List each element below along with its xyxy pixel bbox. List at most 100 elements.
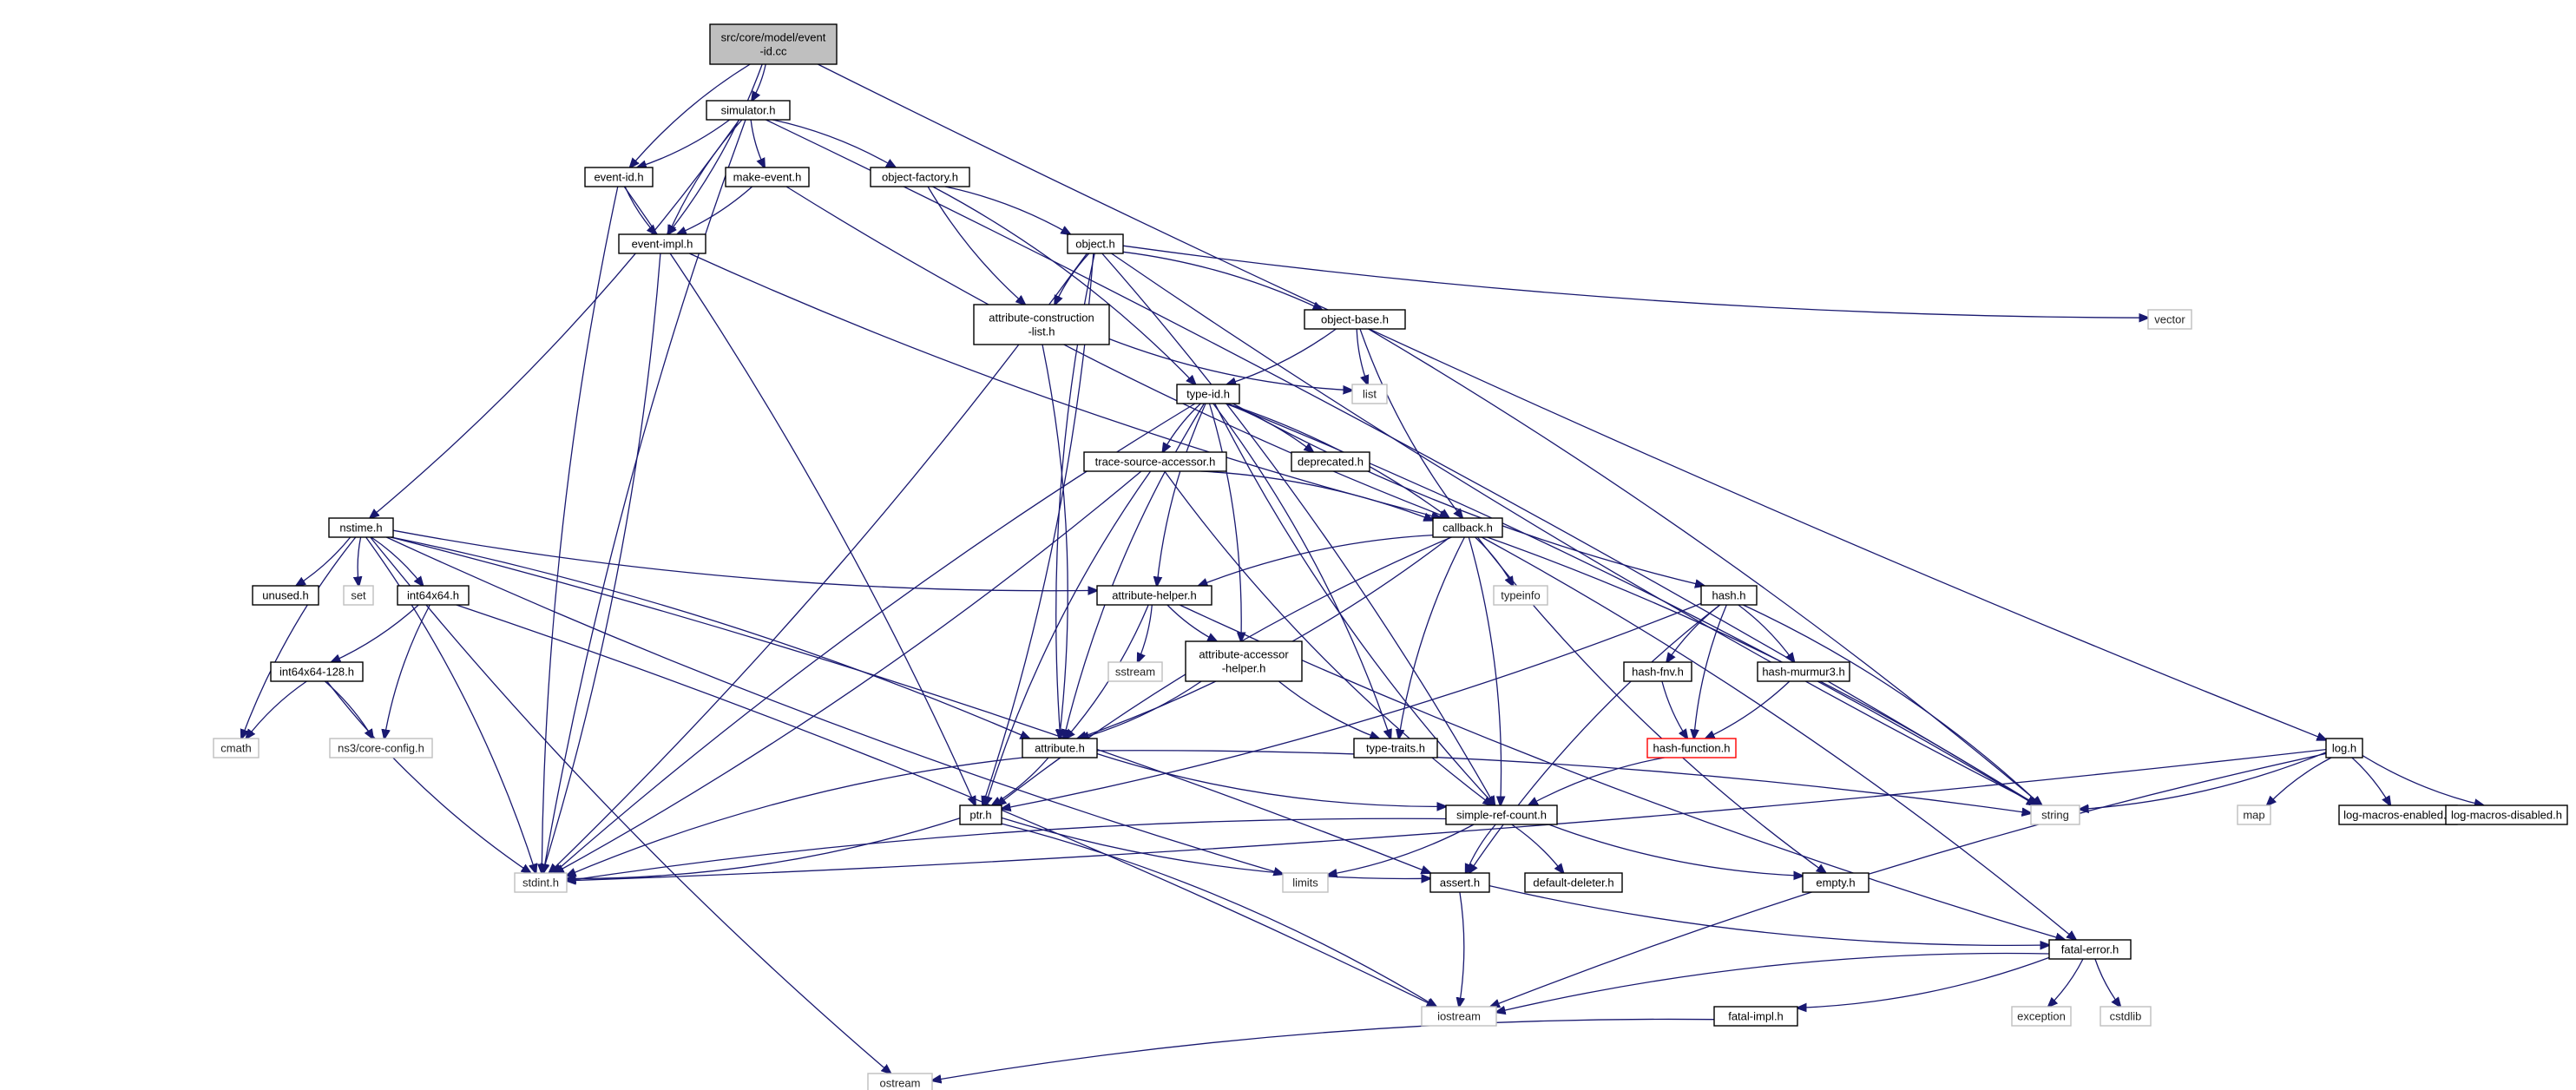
node-attribute[interactable]: attribute.h [1022,738,1098,758]
edge-type_id-to-hash [1232,403,1704,586]
edge-simple_ref-to-default_deleter [1511,824,1564,873]
node-hash-murmur[interactable]: hash-murmur3.h [1757,661,1850,682]
node-label: attribute-accessor [1199,648,1289,661]
edge-simple_ref-to-limits [1328,824,1475,875]
node-root[interactable]: src/core/model/event-id.cc [709,23,838,65]
node-make-event[interactable]: make-event.h [725,167,810,187]
node-hash[interactable]: hash.h [1700,585,1758,606]
node-box [2030,804,2080,825]
edge-ptr-to-iostream [1001,823,1436,1007]
node-int64x64[interactable]: int64x64.h [397,585,470,606]
edge-hash-to-string [1743,604,2040,805]
edge-attr_helper-to-sstream [1138,604,1153,662]
edge-nstime-to-attr_helper [392,529,1097,591]
edge-assert-to-fatal_error [1488,884,2049,946]
node-label: log-macros-disabled.h [2451,809,2562,822]
node-iostream: iostream [1421,1006,1497,1027]
edge-type_id-to-simple_ref [1214,403,1495,805]
edge-simulator-to-nstime [370,119,740,518]
edge-simulator-to-object_factory [772,119,895,167]
node-event-impl[interactable]: event-impl.h [618,233,706,254]
edge-simulator-to-string [766,119,2037,805]
node-label: -list.h [1028,325,1055,338]
node-label: type-id.h [1186,388,1230,401]
edge-simple_ref-to-stdint [567,818,1447,881]
edge-attr_accessor-to-type_traits [1278,680,1379,739]
edge-assert-to-iostream [1459,891,1464,1007]
node-box [270,661,364,682]
node-box [1096,585,1212,606]
node-box [328,517,394,538]
node-map: map [2237,804,2271,825]
edge-hash_fnv-to-hash_function [1661,680,1687,739]
edge-type_id-to-attr_accessor [1208,403,1242,641]
node-deprecated[interactable]: deprecated.h [1291,451,1370,472]
node-nstime[interactable]: nstime.h [328,517,394,538]
edge-root-to-event_impl [667,63,763,234]
edge-root-to-simulator [752,63,766,101]
node-label: exception [2017,1010,2066,1023]
edge-make_event-to-event_impl [677,186,753,234]
node-attr-construction[interactable]: attribute-construction-list.h [973,304,1110,345]
node-label: ns3/core-config.h [338,742,424,755]
node-label: log-macros-enabled.h [2343,809,2453,822]
node-callback[interactable]: callback.h [1432,517,1503,538]
edge-simulator-to-make_event [750,119,765,167]
node-box [1524,872,1623,893]
node-object[interactable]: object.h [1067,233,1124,254]
node-box [1802,872,1870,893]
node-object-base[interactable]: object-base.h [1304,309,1406,330]
edge-log-to-string [2080,752,2327,810]
edge-trace_source-to-ptr [985,470,1152,805]
node-trace-source[interactable]: trace-source-accessor.h [1083,451,1227,472]
node-cstdlib: cstdlib [2100,1006,2152,1027]
edge-int64x64-to-iostream [456,604,1436,1007]
edge-log-to-map [2267,757,2332,805]
edge-attribute-to-simple_ref [1096,752,1446,807]
node-type-id[interactable]: type-id.h [1176,384,1240,404]
node-label: -helper.h [1222,662,1266,675]
edge-attribute-to-stdint [567,757,1023,876]
node-box [870,167,970,187]
node-box [2445,804,2568,825]
node-label: unused.h [262,589,309,602]
node-int64x64-128[interactable]: int64x64-128.h [270,661,364,682]
node-label: -id.cc [759,45,787,58]
node-log-disabled[interactable]: log-macros-disabled.h [2445,804,2568,825]
node-simulator[interactable]: simulator.h [706,100,791,121]
node-attr-accessor[interactable]: attribute-accessor-helper.h [1185,640,1303,682]
node-hash-function[interactable]: hash-function.h [1646,738,1737,758]
node-default-deleter[interactable]: default-deleter.h [1524,872,1623,893]
node-event-id[interactable]: event-id.h [584,167,654,187]
node-type-traits[interactable]: type-traits.h [1353,738,1438,758]
node-empty[interactable]: empty.h [1802,872,1870,893]
node-log[interactable]: log.h [2325,738,2363,758]
node-attr-helper[interactable]: attribute-helper.h [1096,585,1212,606]
edge-attr_construction-to-attribute [1042,344,1068,739]
edge-nstime-to-attribute [391,536,1029,739]
node-label: typeinfo [1501,589,1541,602]
edge-object_factory-to-object [944,186,1070,234]
node-hash-fnv[interactable]: hash-fnv.h [1623,661,1692,682]
edge-int64x64-to-ns3config [384,604,430,739]
node-label: deprecated.h [1298,456,1364,469]
node-label: fatal-error.h [2061,943,2119,956]
node-simple-ref[interactable]: simple-ref-count.h [1445,804,1558,825]
node-box [1022,738,1098,758]
node-log-enabled[interactable]: log-macros-enabled.h [2338,804,2458,825]
node-typeinfo: typeinfo [1493,585,1548,606]
node-fatal-error[interactable]: fatal-error.h [2048,939,2132,960]
node-fatal-impl[interactable]: fatal-impl.h [1713,1006,1798,1027]
edge-root-to-event_id [630,63,751,167]
node-label: simulator.h [721,104,776,117]
node-ptr[interactable]: ptr.h [959,804,1002,825]
edge-hash_murmur-to-hash_function [1705,680,1791,739]
edge-hash-to-hash_function [1694,604,1727,739]
node-assert[interactable]: assert.h [1429,872,1490,893]
node-object-factory[interactable]: object-factory.h [870,167,970,187]
node-box [2100,1006,2152,1027]
node-box [1291,451,1370,472]
node-box [514,872,568,893]
node-box [1351,384,1388,404]
node-unused[interactable]: unused.h [252,585,319,606]
